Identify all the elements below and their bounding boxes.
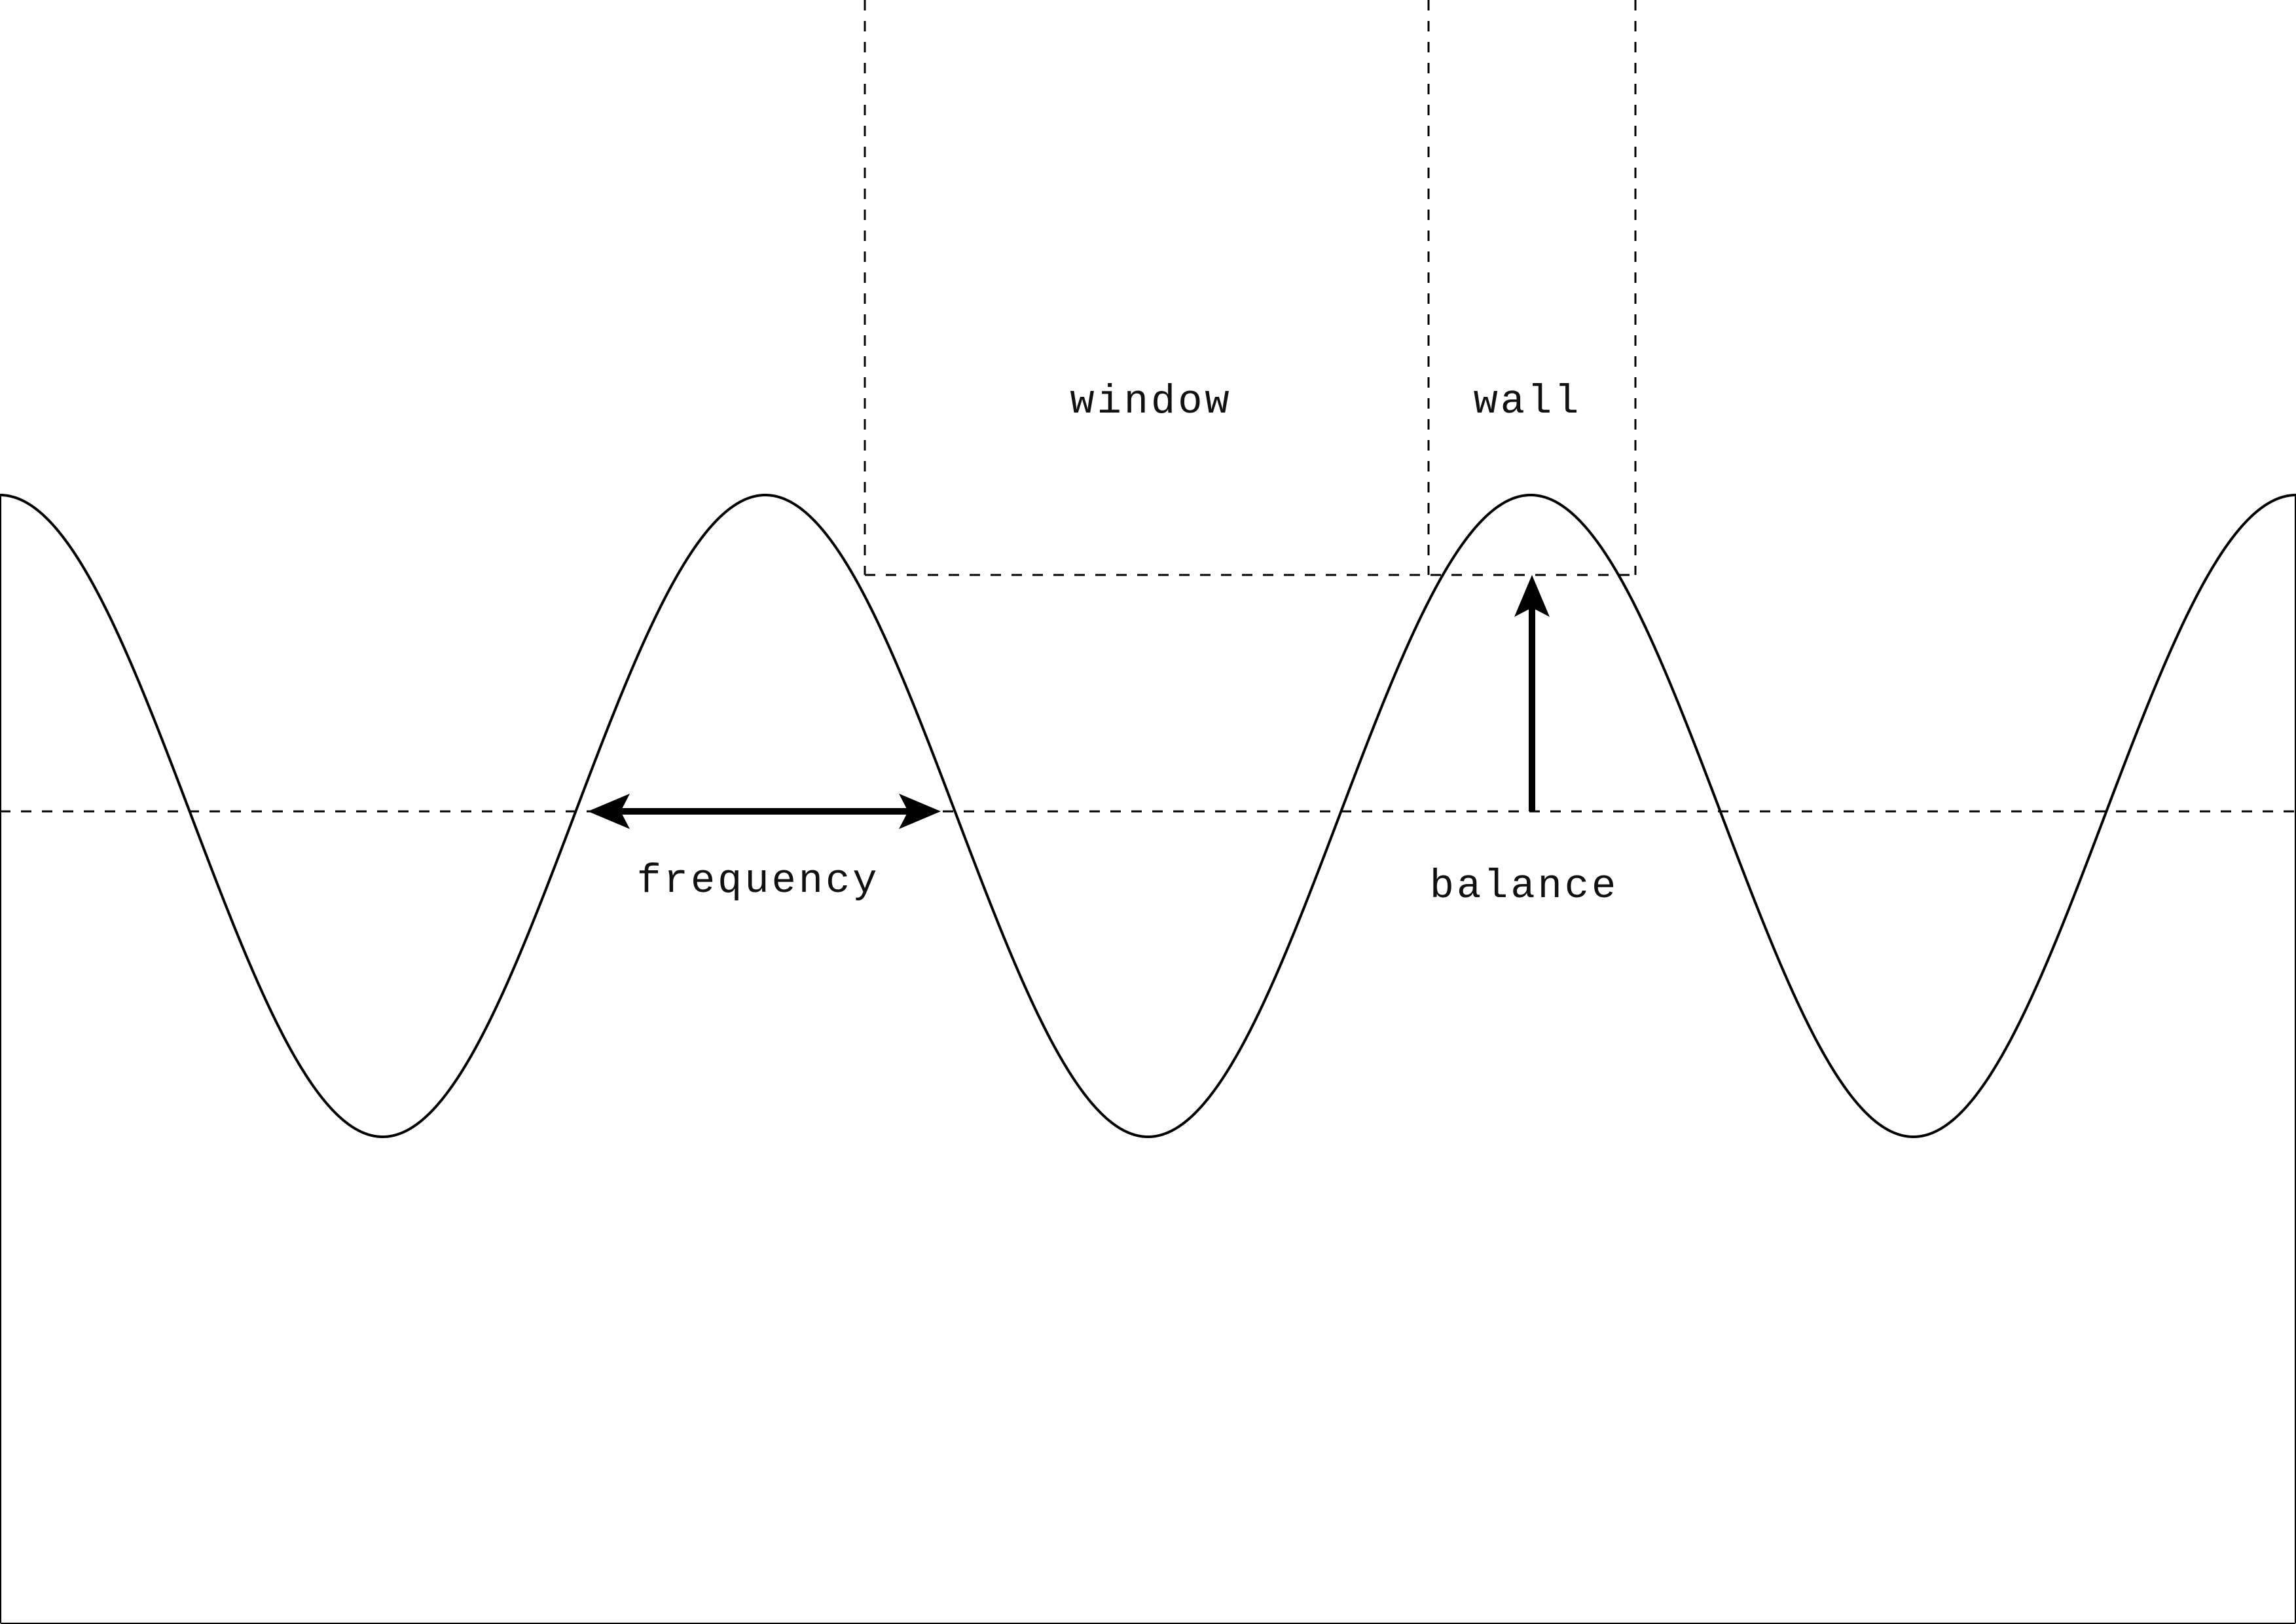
sine-wave bbox=[0, 494, 2296, 1139]
frequency-arrow-left-head bbox=[588, 794, 630, 829]
frequency-label: frequency bbox=[637, 858, 880, 904]
balance-arrow-head bbox=[1514, 575, 1550, 617]
wall-label: wall bbox=[1474, 378, 1582, 425]
frequency-arrow-right-head bbox=[899, 794, 941, 829]
balance-label: balance bbox=[1430, 863, 1618, 910]
window-label: window bbox=[1070, 378, 1231, 425]
